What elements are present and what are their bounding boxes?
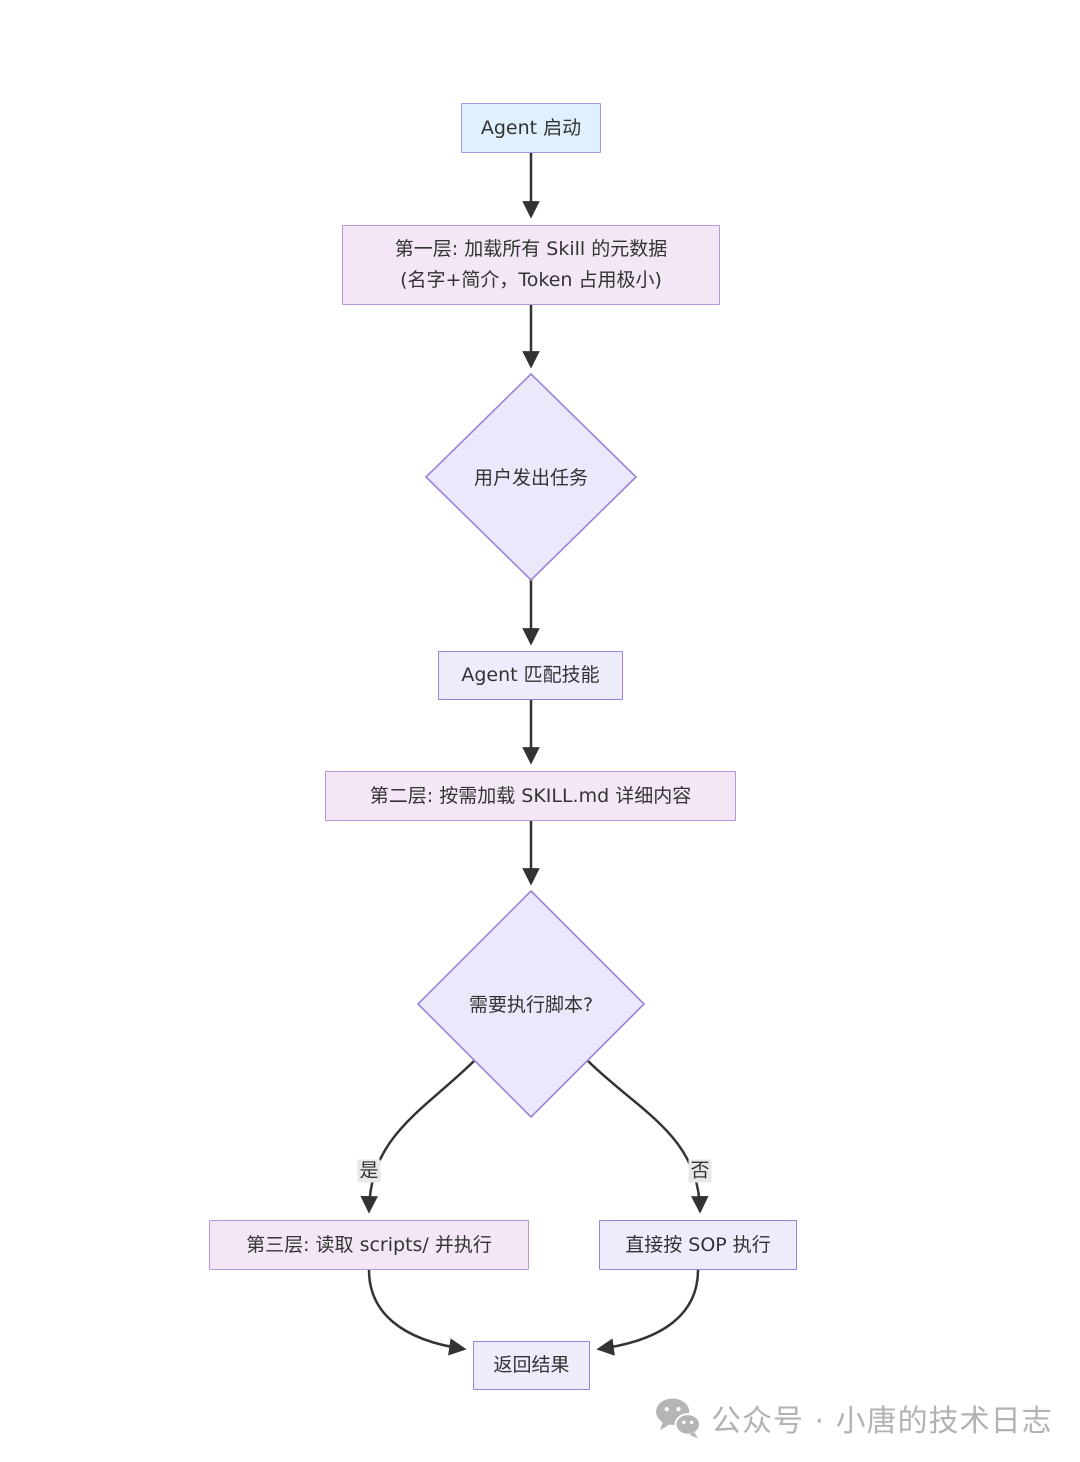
node-match-skill-label: Agent 匹配技能 xyxy=(461,664,600,686)
node-need-script-label-box: 需要执行脚本? xyxy=(418,982,644,1028)
watermark-text: 公众号 · 小唐的技术日志 xyxy=(711,1404,1053,1439)
node-layer1-line2: (名字+简介，Token 占用极小) xyxy=(400,269,662,291)
node-layer2-label: 第二层: 按需加载 SKILL.md 详细内容 xyxy=(369,784,692,807)
node-user-task-shape xyxy=(424,372,638,582)
node-match-skill: Agent 匹配技能 xyxy=(438,651,623,700)
node-layer1-line1: 第一层: 加载所有 Skill 的元数据 xyxy=(394,238,668,260)
node-agent-start-label: Agent 启动 xyxy=(480,116,582,139)
node-layer1: 第一层: 加载所有 Skill 的元数据 (名字+简介，Token 占用极小) xyxy=(342,225,720,305)
edge-sop-result xyxy=(596,1269,700,1356)
edge-needscript-sop-no xyxy=(587,1060,709,1214)
watermark: 公众号 · 小唐的技术日志 xyxy=(654,1396,1053,1440)
node-layer3-label: 第三层: 读取 scripts/ 并执行 xyxy=(246,1233,492,1256)
node-user-task-label-box: 用户发出任务 xyxy=(426,455,636,501)
edge-label-yes: 是 xyxy=(357,1159,381,1183)
edge-needscript-layer3-yes xyxy=(360,1060,475,1214)
node-layer2: 第二层: 按需加载 SKILL.md 详细内容 xyxy=(325,771,736,821)
node-sop-label: 直接按 SOP 执行 xyxy=(625,1233,771,1256)
node-agent-start: Agent 启动 xyxy=(461,103,601,153)
node-need-script-label: 需要执行脚本? xyxy=(468,993,594,1016)
wechat-icon xyxy=(654,1397,701,1439)
node-result: 返回结果 xyxy=(473,1341,590,1390)
node-need-script-shape xyxy=(416,889,646,1119)
edge-label-no: 否 xyxy=(688,1159,712,1183)
node-result-label: 返回结果 xyxy=(493,1354,570,1376)
edge-layer3-result xyxy=(367,1269,467,1356)
node-sop: 直接按 SOP 执行 xyxy=(599,1220,797,1270)
node-user-task-label: 用户发出任务 xyxy=(473,466,588,489)
node-layer3: 第三层: 读取 scripts/ 并执行 xyxy=(209,1220,529,1270)
